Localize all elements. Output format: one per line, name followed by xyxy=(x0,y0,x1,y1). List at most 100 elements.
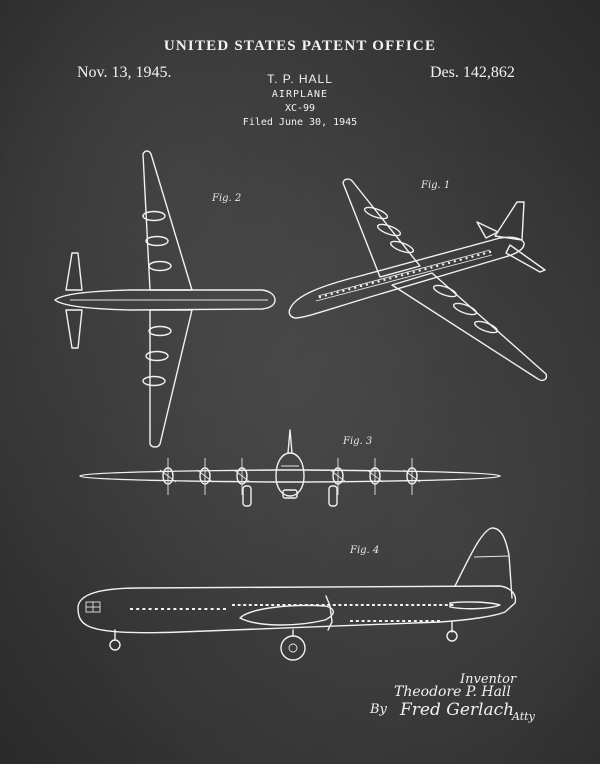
window-dot xyxy=(383,278,386,282)
window-dot xyxy=(388,604,392,606)
fig4-side-view xyxy=(77,527,517,661)
window-dot xyxy=(367,620,371,622)
propeller-blade xyxy=(159,469,177,483)
window-dot xyxy=(148,608,152,610)
window-dot xyxy=(400,604,403,606)
window-dot xyxy=(316,604,319,606)
window-dot xyxy=(192,608,195,610)
window-dot xyxy=(411,604,415,606)
window-dot xyxy=(416,604,420,606)
window-dot xyxy=(342,289,345,292)
window-dot xyxy=(318,295,322,299)
window-dot xyxy=(276,604,280,606)
window-dot xyxy=(424,267,427,271)
window-dot xyxy=(223,608,226,610)
window-dot xyxy=(390,620,394,622)
window-dot xyxy=(349,604,353,606)
aircraft-model: XC-99 xyxy=(284,103,316,114)
patent-date: Nov. 13, 1945. xyxy=(77,64,172,81)
window-dot xyxy=(396,620,400,622)
window-dot xyxy=(406,272,410,275)
window-dot xyxy=(185,608,189,610)
window-dot xyxy=(350,620,353,622)
window-dot xyxy=(232,604,235,606)
window-dot xyxy=(444,604,448,606)
window-dot xyxy=(384,620,388,622)
window-dot xyxy=(282,604,286,606)
office-title: UNITED STATES PATENT OFFICE xyxy=(163,38,437,54)
window-dot xyxy=(327,604,331,606)
fig2-top-view xyxy=(54,150,276,448)
window-dot xyxy=(436,264,439,268)
window-dot xyxy=(321,604,325,606)
propeller-blade xyxy=(329,469,347,483)
propeller-blade xyxy=(196,469,214,483)
patent-subject: AIRPLANE xyxy=(271,89,329,100)
window-dot xyxy=(167,608,171,610)
window-dot xyxy=(425,620,429,622)
window-dot xyxy=(371,281,374,285)
inventor-name: T. P. HALL xyxy=(267,72,333,86)
window-dot xyxy=(204,608,208,610)
window-dot xyxy=(377,280,380,283)
window-dot xyxy=(433,604,437,606)
window-dot xyxy=(439,604,443,606)
window-dot xyxy=(254,604,258,606)
window-dot xyxy=(293,604,297,606)
window-dot xyxy=(142,608,146,610)
window-dot xyxy=(355,620,359,622)
fig1-perspective-view xyxy=(288,178,548,382)
window-dot xyxy=(354,286,357,289)
window-dot xyxy=(260,604,263,606)
fig3-front-view xyxy=(79,429,501,507)
window-dot xyxy=(198,608,202,610)
attorney-label: Atty xyxy=(512,710,535,723)
window-dot xyxy=(338,604,342,606)
inventor-signature: Theodore P. Hall xyxy=(394,684,511,700)
window-dot xyxy=(216,608,220,610)
window-dot xyxy=(453,260,456,263)
window-dot xyxy=(361,620,365,622)
window-dot xyxy=(422,604,426,606)
window-dot xyxy=(488,250,492,254)
window-dot xyxy=(377,604,381,606)
window-dot xyxy=(330,292,333,296)
window-dot xyxy=(210,608,214,610)
window-dot xyxy=(459,258,462,261)
window-dot xyxy=(271,604,275,606)
window-dot xyxy=(324,294,328,297)
window-dot xyxy=(413,620,417,622)
window-dot xyxy=(237,604,241,606)
by-label: By xyxy=(370,702,387,717)
window-dot xyxy=(344,604,347,606)
window-dot xyxy=(359,284,363,288)
window-dot xyxy=(136,608,140,610)
propeller-blade xyxy=(233,469,251,483)
window-dot xyxy=(394,604,398,606)
window-dot xyxy=(173,608,177,610)
window-dot xyxy=(482,252,486,255)
window-dot xyxy=(130,608,133,610)
window-dot xyxy=(465,257,468,260)
inventor-label: Inventor xyxy=(460,672,517,687)
window-dot xyxy=(248,604,252,606)
window-dot xyxy=(450,604,454,606)
window-dot xyxy=(430,266,433,269)
attorney-signature: Fred Gerlach xyxy=(400,700,515,720)
window-dot xyxy=(412,271,415,274)
design-number: Des. 142,862 xyxy=(430,64,515,81)
window-dot xyxy=(372,604,375,606)
window-dot xyxy=(366,604,370,606)
window-dot xyxy=(179,608,183,610)
window-dot xyxy=(477,253,480,257)
fig1-label: Fig. 1 xyxy=(421,180,451,191)
window-dot xyxy=(402,620,406,622)
window-dot xyxy=(441,263,445,266)
window-dot xyxy=(299,604,303,606)
window-dot xyxy=(471,255,474,258)
window-dot xyxy=(418,269,421,272)
window-dot xyxy=(408,620,411,622)
window-dot xyxy=(154,608,158,610)
